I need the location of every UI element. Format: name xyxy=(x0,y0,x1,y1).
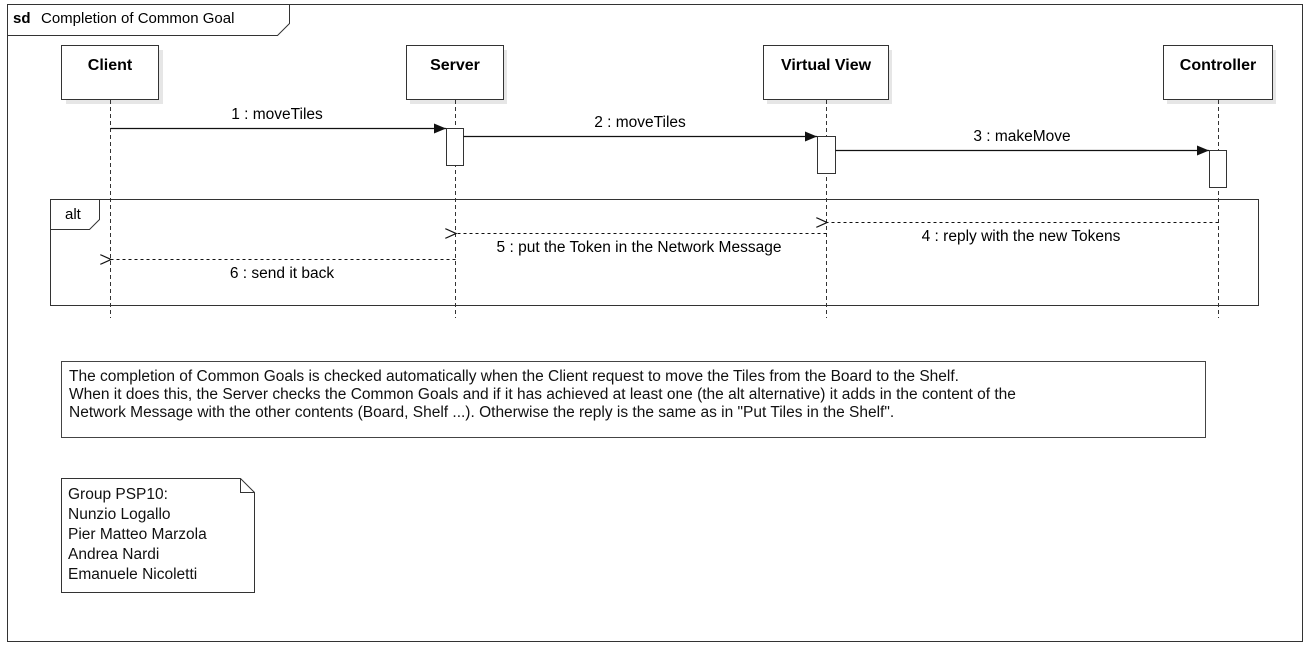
description-line-2: When it does this, the Server checks the… xyxy=(69,386,1016,403)
message-2[interactable]: 2 : moveTiles xyxy=(463,114,818,142)
frame-title-tab xyxy=(7,4,290,36)
controller-label: Controller xyxy=(1180,57,1256,74)
controller-activation xyxy=(1209,150,1227,188)
message-4-label: 4 : reply with the new Tokens xyxy=(922,228,1121,245)
lifeline-virtual-view[interactable]: Virtual View xyxy=(763,45,889,100)
frame-keyword: sd xyxy=(13,10,31,27)
message-4[interactable]: 4 : reply with the new Tokens xyxy=(827,223,1219,246)
message-5-label: 5 : put the Token in the Network Message xyxy=(497,239,782,256)
message-6[interactable]: 6 : send it back xyxy=(111,260,456,283)
description-note: The completion of Common Goals is checke… xyxy=(61,361,1206,438)
group-member-3: Andrea Nardi xyxy=(68,546,160,563)
server-head[interactable] xyxy=(406,45,504,100)
virtual-view-activation xyxy=(817,136,836,174)
group-note-shape xyxy=(61,478,255,593)
message-6-label: 6 : send it back xyxy=(230,265,335,282)
group-member-1: Nunzio Logallo xyxy=(68,506,171,523)
alt-operator: alt xyxy=(65,206,82,223)
lifeline-client[interactable]: Client xyxy=(61,45,159,100)
virtual-view-label: Virtual View xyxy=(781,57,872,74)
lifeline-server[interactable]: Server xyxy=(406,45,504,100)
group-note-title: Group PSP10: xyxy=(68,486,168,503)
message-3-label: 3 : makeMove xyxy=(973,128,1070,145)
alt-fragment xyxy=(50,199,1259,306)
group-member-2: Pier Matteo Marzola xyxy=(68,526,207,543)
description-line-1: The completion of Common Goals is checke… xyxy=(69,368,959,385)
message-2-label: 2 : moveTiles xyxy=(594,114,686,131)
description-line-3: Network Message with the other contents … xyxy=(69,404,895,421)
message-3[interactable]: 3 : makeMove xyxy=(835,128,1210,156)
lifeline-controller[interactable]: Controller xyxy=(1163,45,1273,100)
controller-head[interactable] xyxy=(1163,45,1273,100)
frame-title: Completion of Common Goal xyxy=(41,10,234,27)
alt-fragment-tab xyxy=(50,199,100,230)
message-5[interactable]: 5 : put the Token in the Network Message xyxy=(456,234,827,257)
message-1[interactable]: 1 : moveTiles xyxy=(110,106,447,134)
client-label: Client xyxy=(88,57,133,74)
group-note: Group PSP10: Nunzio Logallo Pier Matteo … xyxy=(68,485,207,585)
server-label: Server xyxy=(430,57,480,74)
group-member-4: Emanuele Nicoletti xyxy=(68,566,198,583)
group-note-fold xyxy=(240,478,255,493)
client-head[interactable] xyxy=(61,45,159,100)
message-1-label: 1 : moveTiles xyxy=(231,106,323,123)
server-activation xyxy=(446,128,464,166)
virtual-view-head[interactable] xyxy=(763,45,889,100)
